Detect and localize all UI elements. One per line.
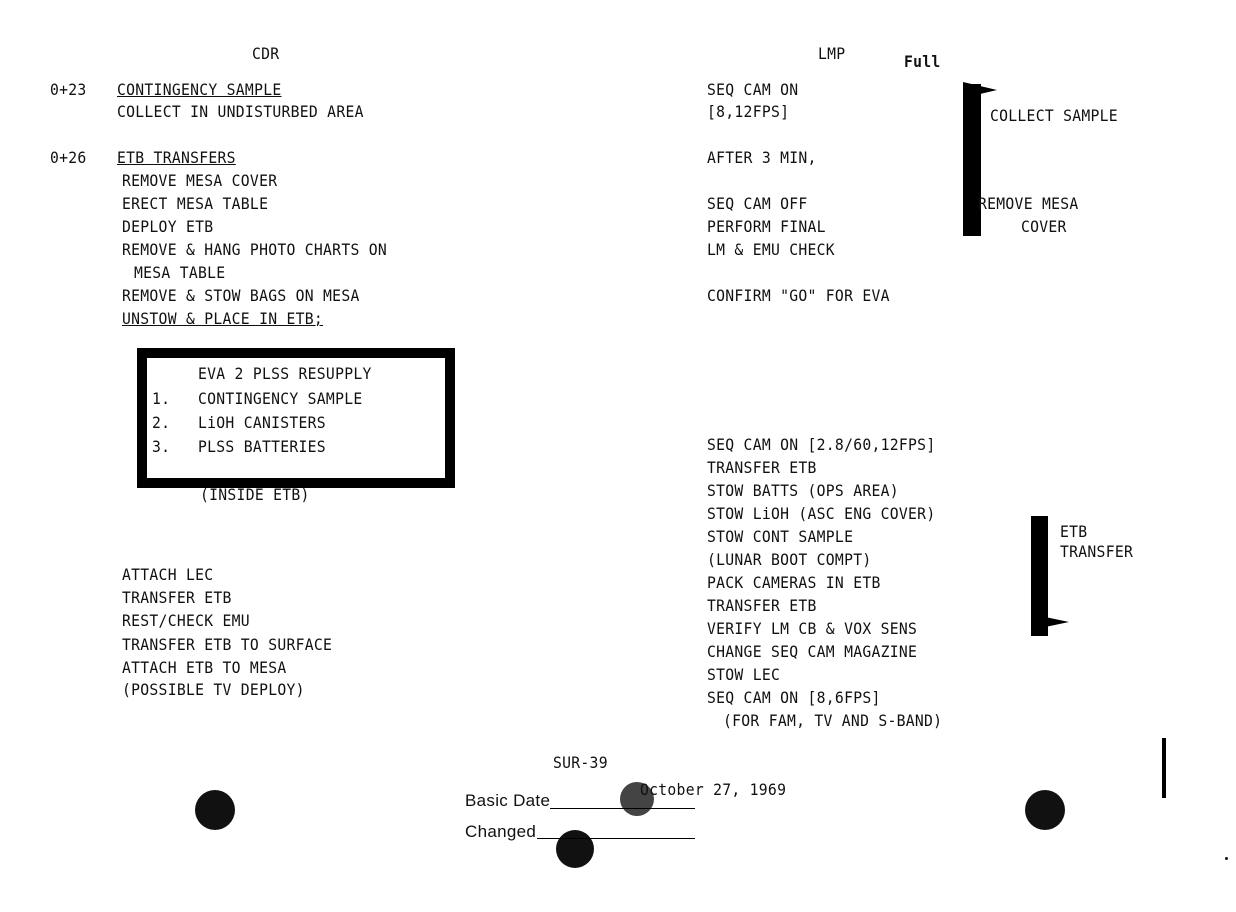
changed-underline xyxy=(537,838,695,839)
basic-date-value: October 27, 1969 xyxy=(640,780,787,799)
remove-mesa-label: COVER xyxy=(1021,217,1067,236)
cdr-line: TRANSFER ETB TO SURFACE xyxy=(122,635,333,654)
lmp-line: SEQ CAM OFF xyxy=(707,194,808,213)
resupply-item: LiOH CANISTERS xyxy=(198,413,326,432)
change-bar xyxy=(1162,738,1166,798)
lmp-line: LM & EMU CHECK xyxy=(707,240,835,259)
cdr-line: ATTACH LEC xyxy=(122,565,214,584)
collect-bracket xyxy=(963,84,981,236)
etb-transfers-title: ETB TRANSFERS xyxy=(117,148,236,167)
etb-transfer-label: TRANSFER xyxy=(1060,542,1134,561)
punch-hole xyxy=(556,830,594,868)
lmp-line: TRANSFER ETB xyxy=(707,458,817,477)
date-underline xyxy=(550,808,695,809)
remove-mesa-label: REMOVE MESA xyxy=(978,194,1079,213)
cdr-line: REST/CHECK EMU xyxy=(122,611,250,630)
cdr-line: REMOVE MESA COVER xyxy=(122,171,278,190)
lmp-line: STOW LEC xyxy=(707,665,781,684)
lmp-line: [8,12FPS] xyxy=(707,102,790,121)
page-number: SUR-39 xyxy=(553,753,608,772)
cdr-line: COLLECT IN UNDISTURBED AREA xyxy=(117,102,364,121)
changed-label: Changed xyxy=(465,822,537,841)
bracket-arrow xyxy=(963,82,997,98)
cdr-header: CDR xyxy=(252,44,280,63)
resupply-title: EVA 2 PLSS RESUPPLY xyxy=(198,364,372,383)
lmp-line: VERIFY LM CB & VOX SENS xyxy=(707,619,918,638)
cdr-line: (POSSIBLE TV DEPLOY) xyxy=(122,680,305,699)
lmp-line: TRANSFER ETB xyxy=(707,596,817,615)
resupply-item: PLSS BATTERIES xyxy=(198,437,326,456)
etb-bracket xyxy=(1031,516,1048,636)
lmp-line: SEQ CAM ON [2.8/60,12FPS] xyxy=(707,435,936,454)
lmp-line: CHANGE SEQ CAM MAGAZINE xyxy=(707,642,918,661)
etb-transfer-label: ETB xyxy=(1060,522,1088,541)
time-0-26: 0+26 xyxy=(50,148,87,167)
contingency-sample-title: CONTINGENCY SAMPLE xyxy=(117,80,282,99)
resupply-box xyxy=(137,348,455,488)
bracket-tick xyxy=(963,233,975,235)
punch-hole xyxy=(1025,790,1065,830)
resupply-num: 1. xyxy=(152,389,171,408)
cdr-line: ERECT MESA TABLE xyxy=(122,194,269,213)
lmp-line: (FOR FAM, TV AND S-BAND) xyxy=(723,711,943,730)
lmp-line: STOW BATTS (OPS AREA) xyxy=(707,481,899,500)
lmp-line: PACK CAMERAS IN ETB xyxy=(707,573,881,592)
resupply-num: 3. xyxy=(152,437,171,456)
inside-etb-note: (INSIDE ETB) xyxy=(200,485,310,504)
lmp-line: AFTER 3 MIN, xyxy=(707,148,817,167)
cdr-line: UNSTOW & PLACE IN ETB; xyxy=(122,309,324,328)
cdr-line: MESA TABLE xyxy=(134,263,226,282)
cdr-line: REMOVE & STOW BAGS ON MESA xyxy=(122,286,360,305)
cdr-line: REMOVE & HANG PHOTO CHARTS ON xyxy=(122,240,388,259)
cdr-line: ATTACH ETB TO MESA xyxy=(122,658,287,677)
punch-hole xyxy=(620,782,654,816)
cdr-line: DEPLOY ETB xyxy=(122,217,214,236)
basic-date-label: Basic Date xyxy=(465,791,551,810)
cdr-line: TRANSFER ETB xyxy=(122,588,232,607)
full-label: Full xyxy=(904,52,941,71)
lmp-line: CONFIRM "GO" FOR EVA xyxy=(707,286,890,305)
lmp-line: (LUNAR BOOT COMPT) xyxy=(707,550,872,569)
lmp-line: SEQ CAM ON [8,6FPS] xyxy=(707,688,881,707)
time-0-23: 0+23 xyxy=(50,80,87,99)
bracket-arrow xyxy=(1031,614,1069,630)
resupply-item: CONTINGENCY SAMPLE xyxy=(198,389,363,408)
speck xyxy=(1225,857,1228,860)
resupply-num: 2. xyxy=(152,413,171,432)
lmp-line: STOW CONT SAMPLE xyxy=(707,527,854,546)
lmp-header: LMP xyxy=(818,44,846,63)
lmp-line: PERFORM FINAL xyxy=(707,217,826,236)
collect-sample-label: COLLECT SAMPLE xyxy=(990,106,1118,125)
lmp-line: SEQ CAM ON xyxy=(707,80,799,99)
punch-hole xyxy=(195,790,235,830)
lmp-line: STOW LiOH (ASC ENG COVER) xyxy=(707,504,936,523)
